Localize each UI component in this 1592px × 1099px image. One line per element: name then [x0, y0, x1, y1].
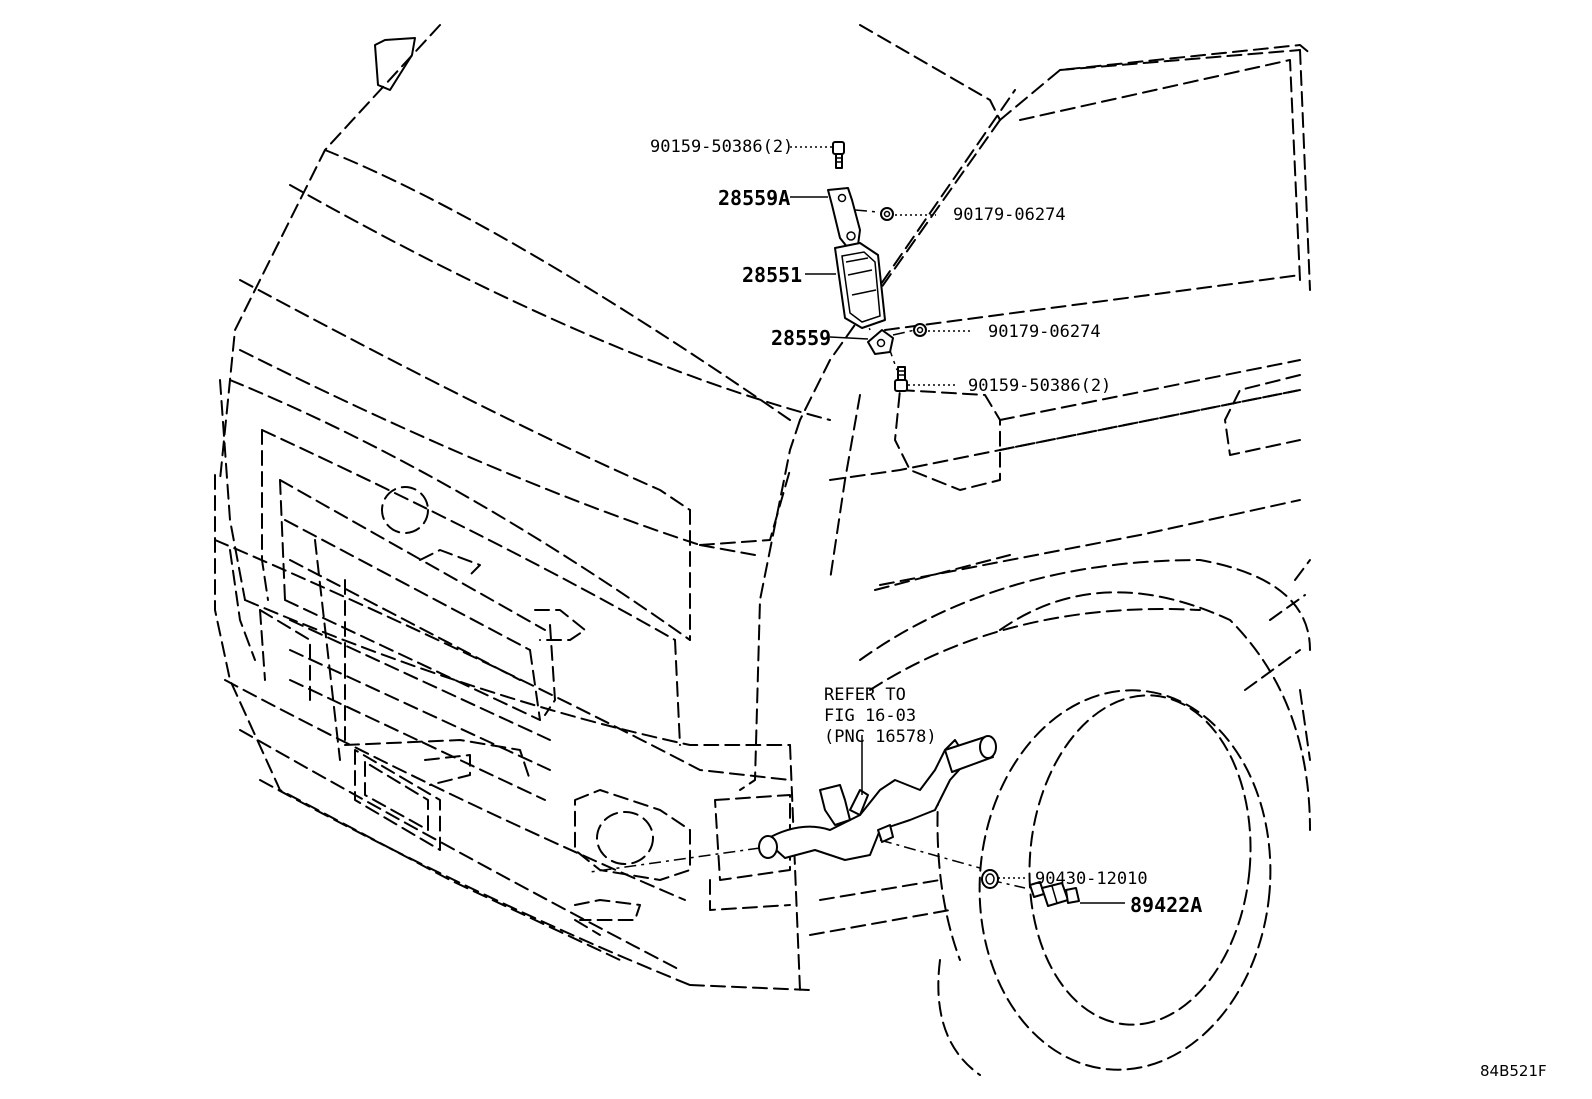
callout-bolt-upper: 90159-50386(2) [650, 137, 793, 157]
nut-upper-part [880, 207, 894, 221]
reference-note-line3: (PNC 16578) [824, 727, 937, 747]
bolt-upper-part [832, 141, 845, 169]
callout-bracket-lower: 28559 [771, 326, 831, 350]
water-outlet-assembly [758, 735, 997, 861]
callout-gasket: 90430-12010 [1035, 869, 1148, 889]
callout-bracket-upper: 28559A [718, 186, 790, 210]
sensor-part [1029, 881, 1080, 907]
bracket-lower-part [867, 329, 894, 355]
ecu-part [834, 242, 886, 329]
gasket-part [981, 869, 999, 889]
figure-code: 84B521F [1480, 1062, 1547, 1080]
leader-lines [790, 146, 1125, 904]
callout-ecu: 28551 [742, 263, 802, 287]
bracket-upper-part [827, 187, 861, 249]
callout-nut-lower: 90179-06274 [988, 322, 1101, 342]
nut-lower-part [913, 323, 927, 337]
callout-nut-upper: 90179-06274 [953, 205, 1066, 225]
reference-note-line1: REFER TO [824, 685, 906, 705]
reference-note-line2: FIG 16-03 [824, 706, 916, 726]
assembly-guide-lines [589, 209, 1026, 889]
callout-bolt-lower: 90159-50386(2) [968, 376, 1111, 396]
callout-sensor: 89422A [1130, 893, 1202, 917]
bolt-lower-part [894, 366, 908, 392]
vehicle-body-outline [214, 24, 1313, 1076]
